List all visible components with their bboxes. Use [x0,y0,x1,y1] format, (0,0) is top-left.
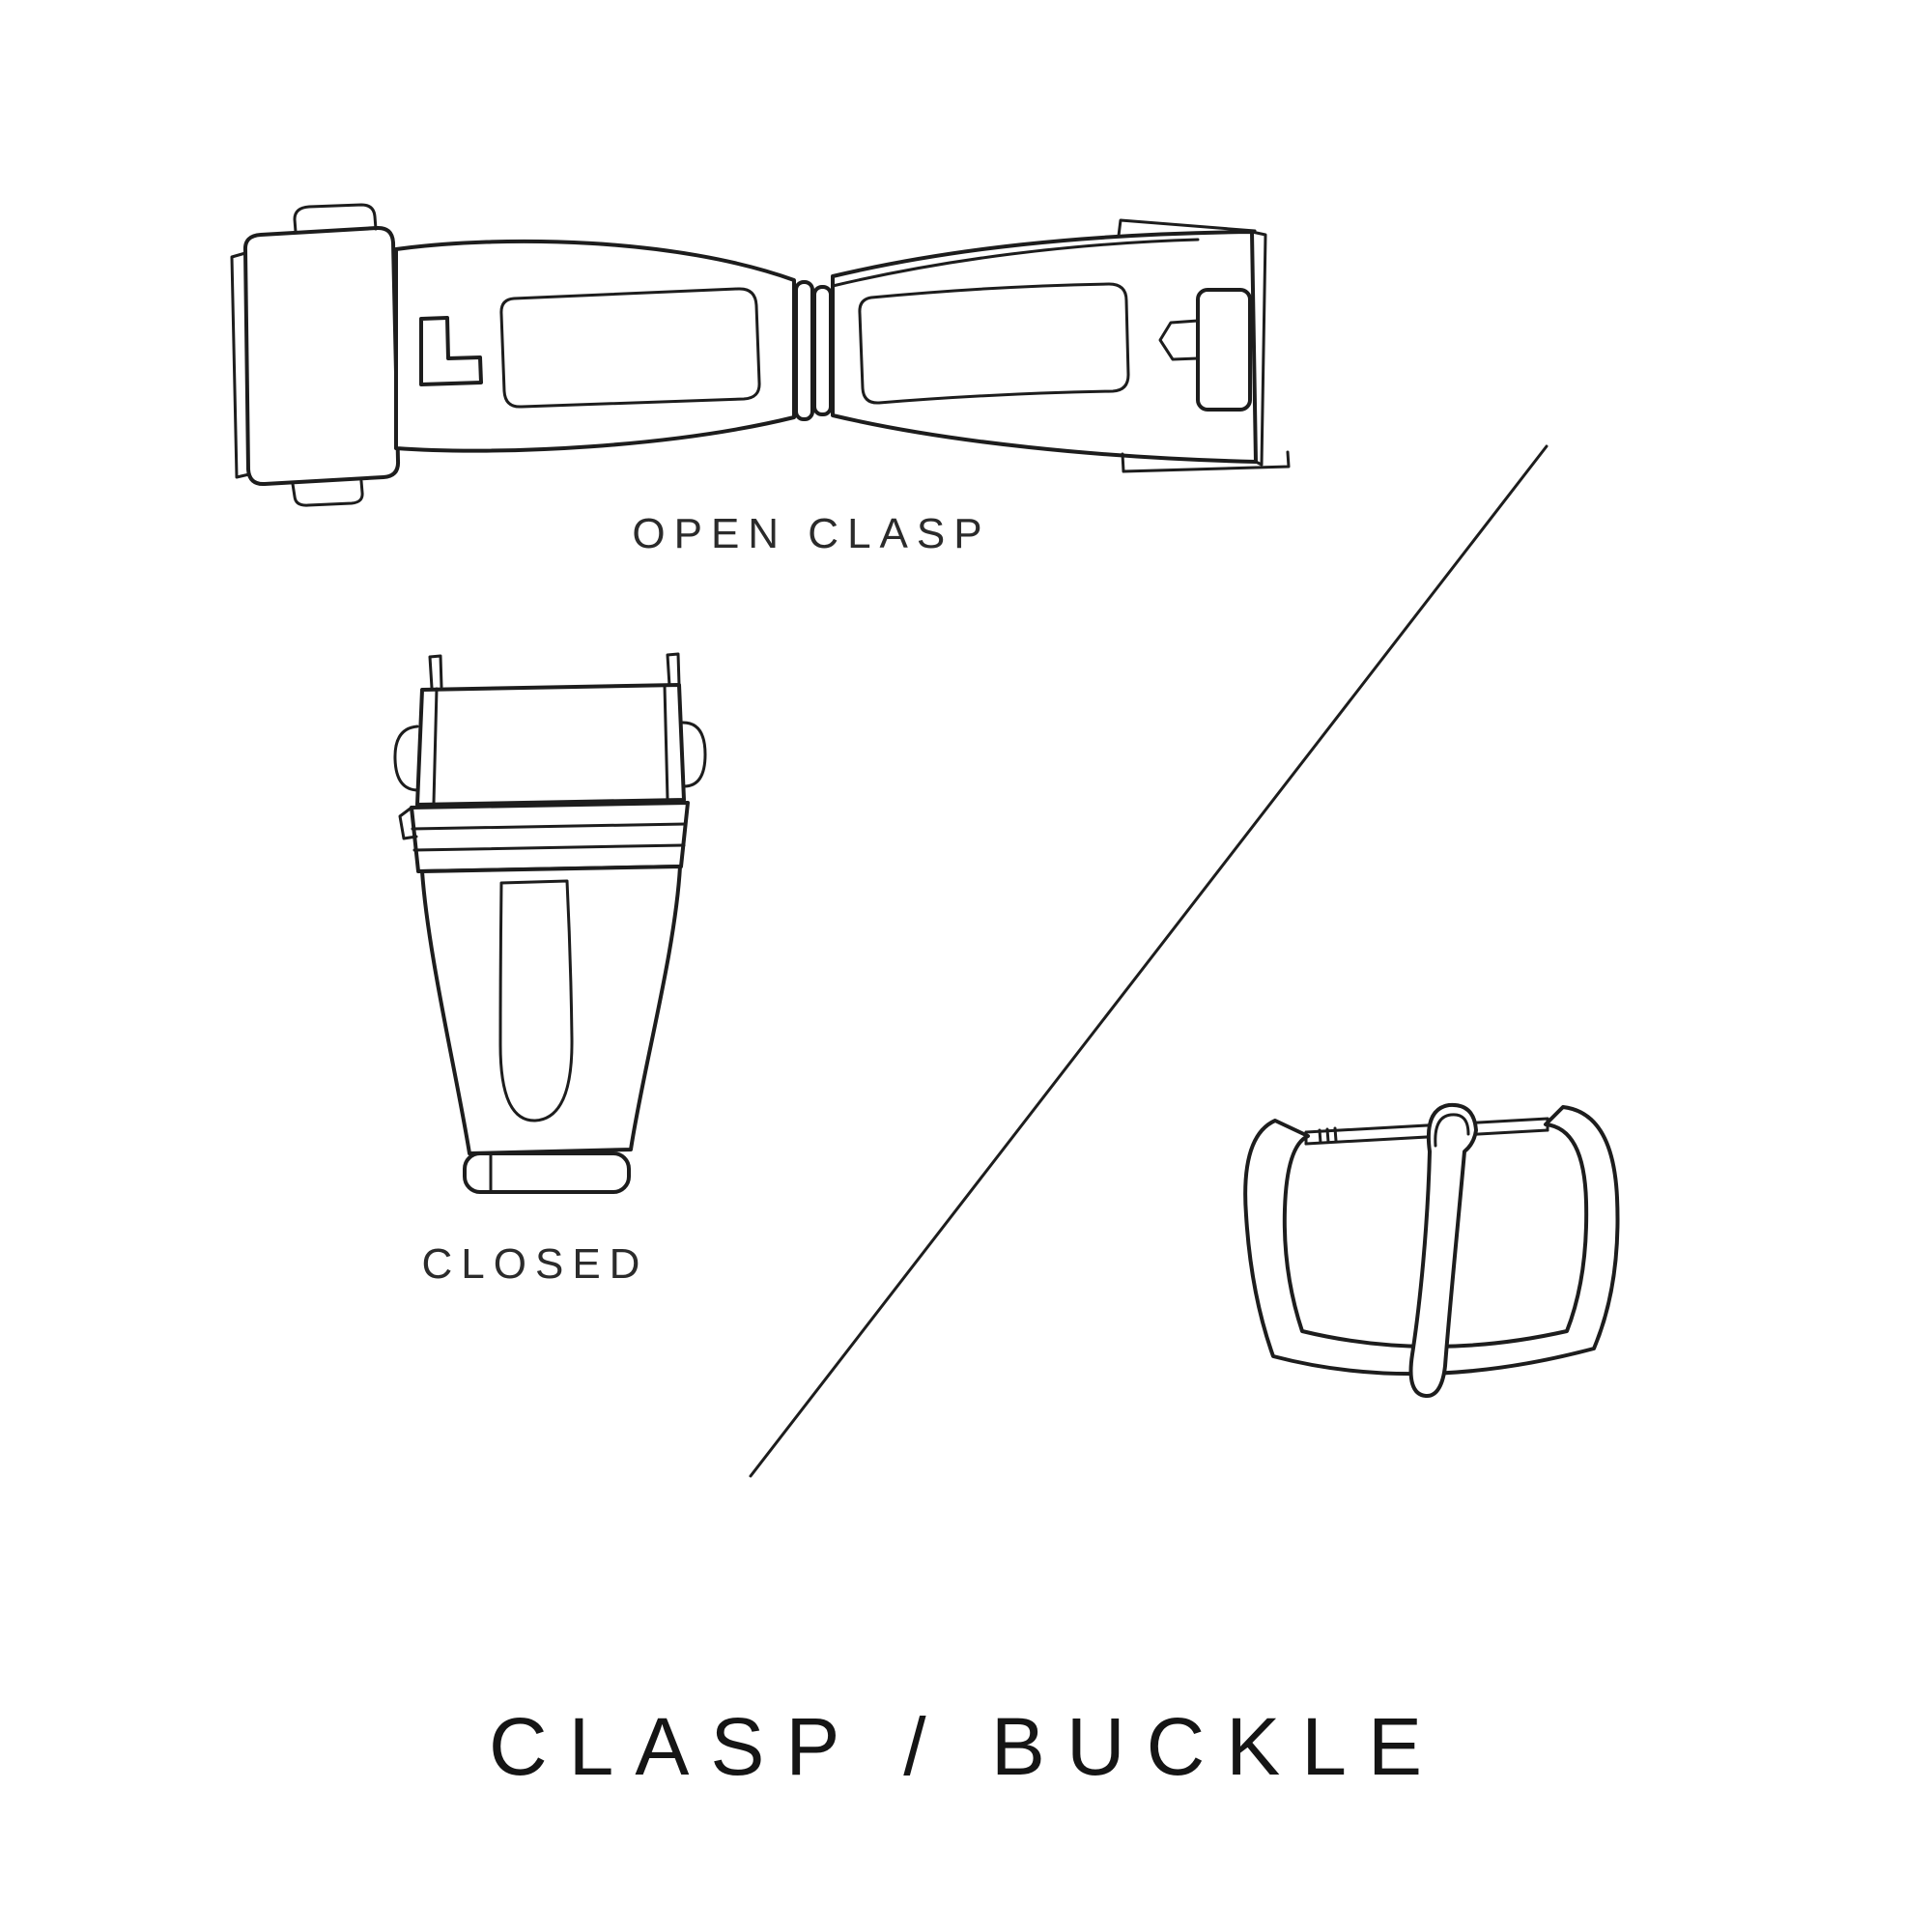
divider-line [749,444,1548,1478]
diagram-title: CLASP / BUCKLE [488,1701,1444,1792]
tang-buckle-illustration [1243,1102,1620,1398]
closed-clasp-label: CLOSED [421,1240,649,1288]
closed-clasp-illustration [393,652,707,1194]
open-clasp-illustration [230,203,1291,507]
open-clasp-label: OPEN CLASP [632,510,991,557]
